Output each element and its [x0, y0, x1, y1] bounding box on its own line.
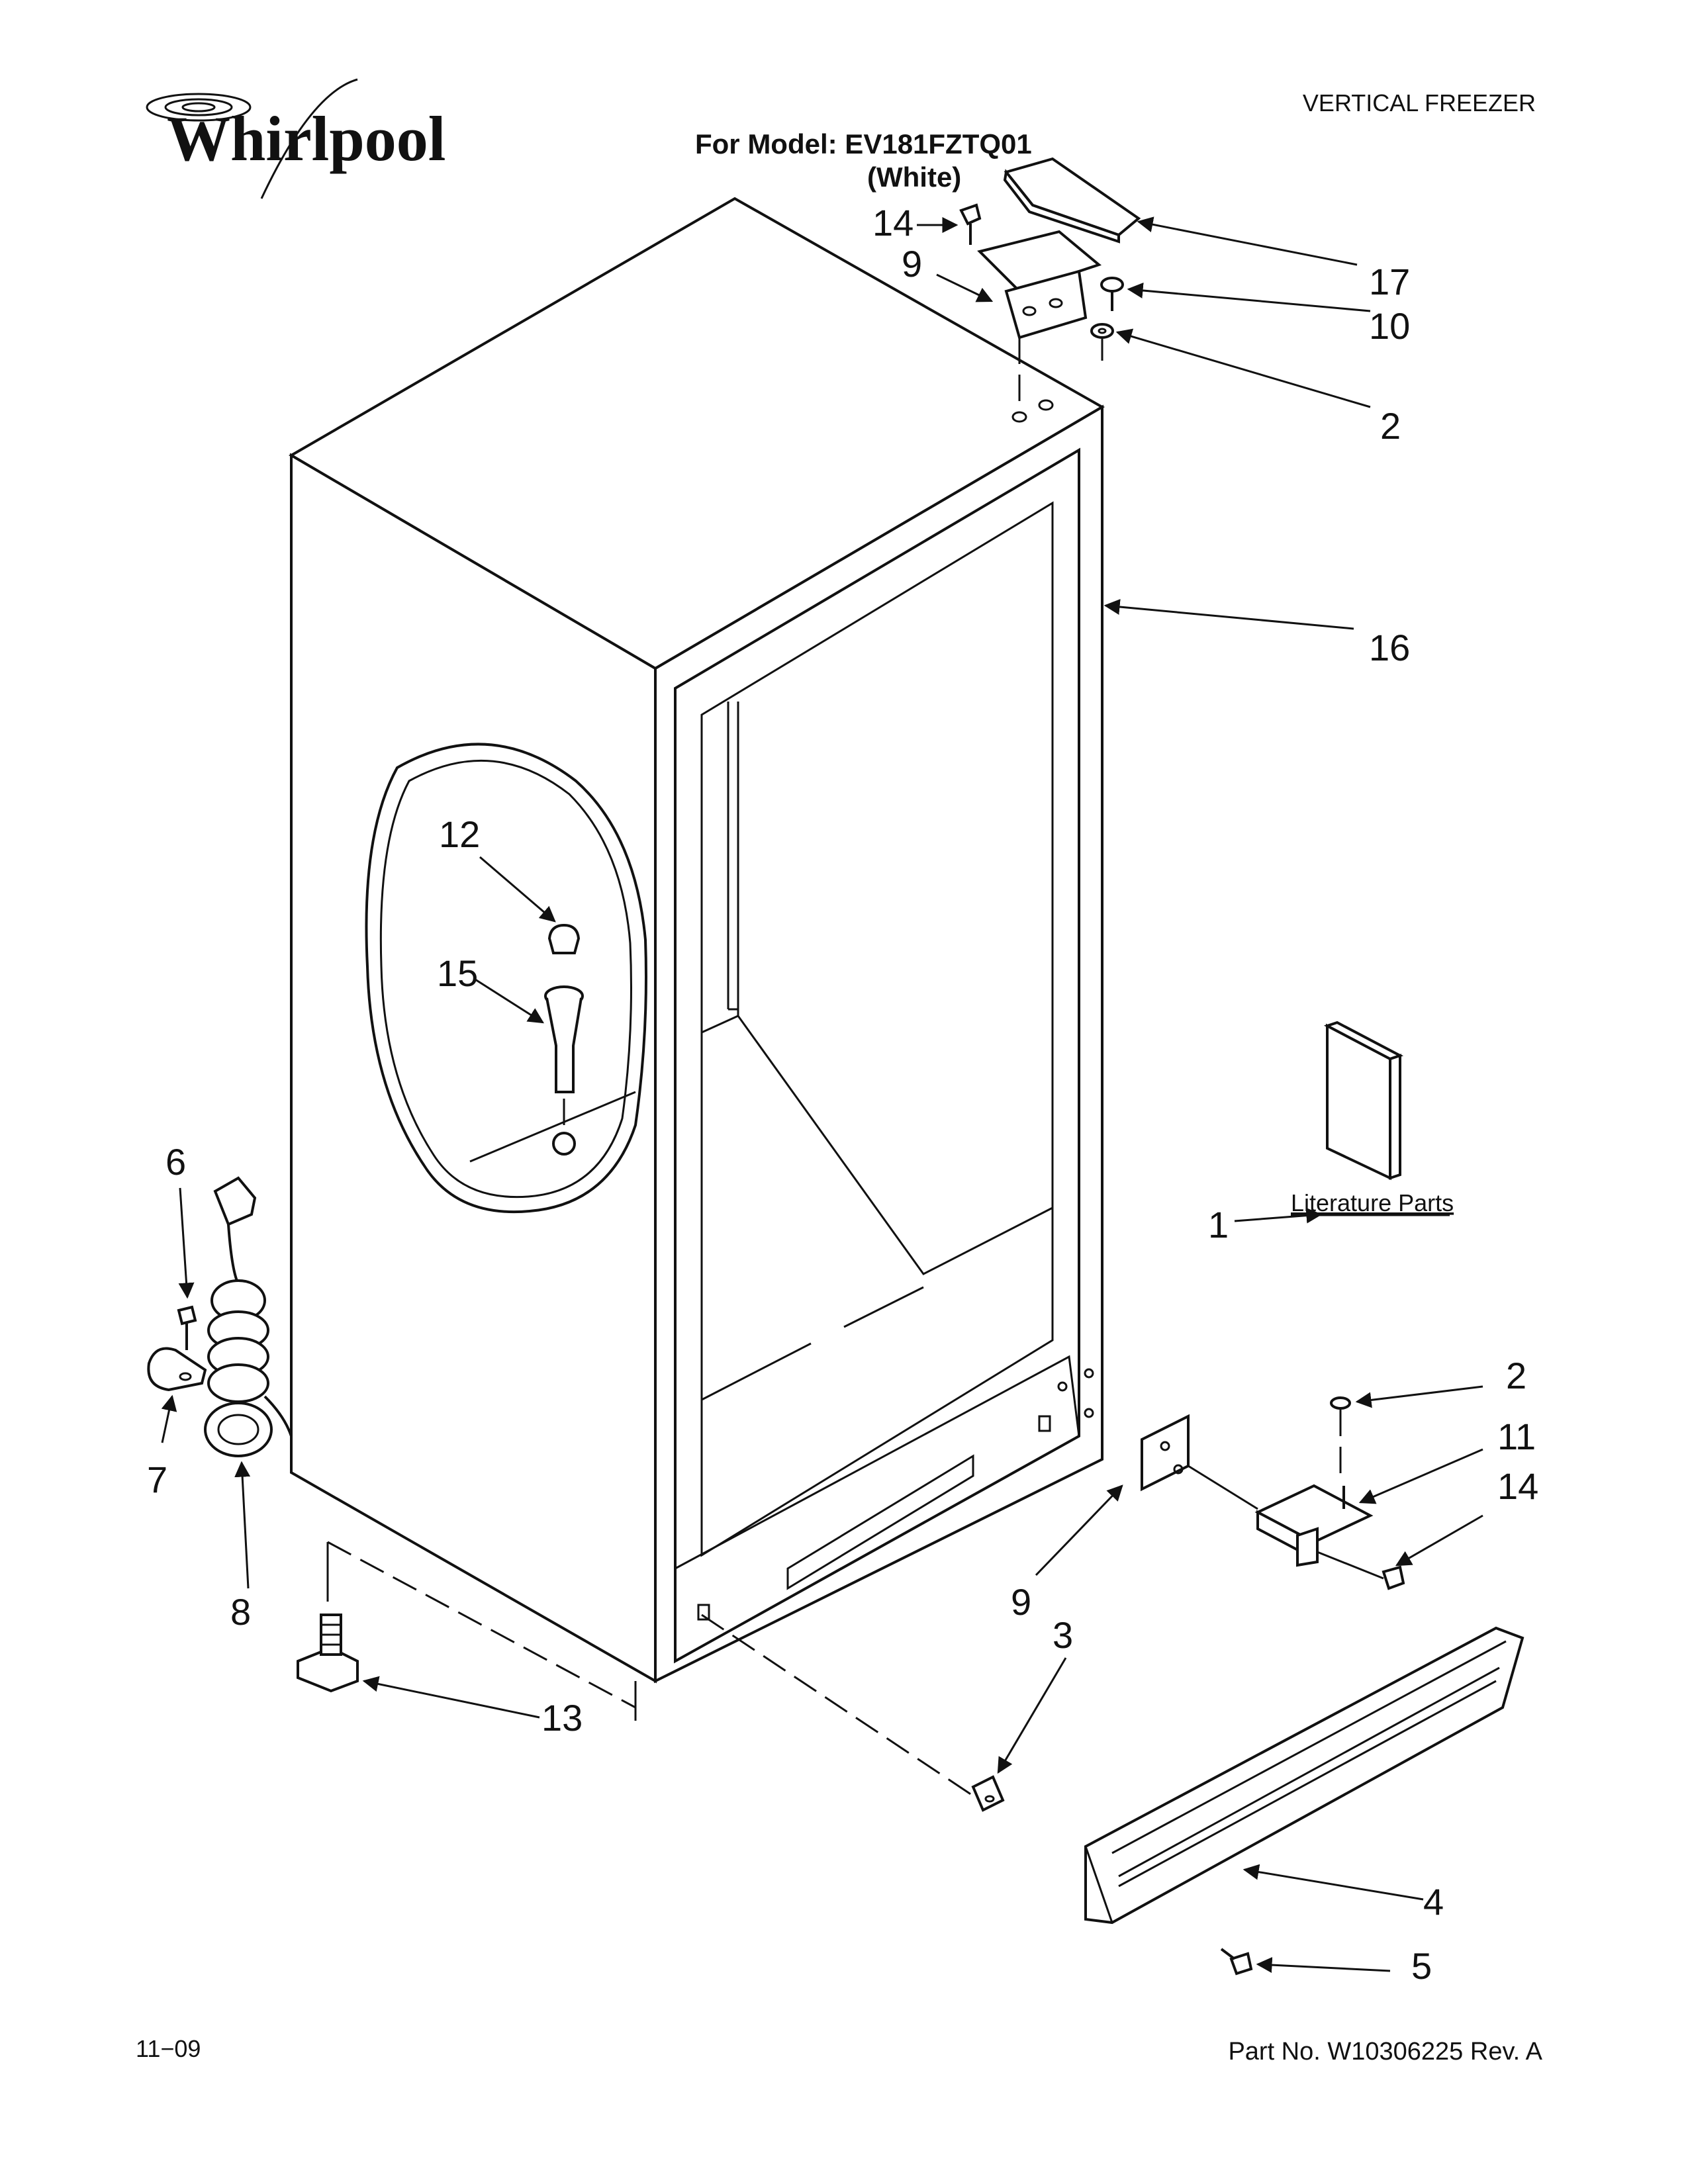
grille-screw	[1220, 1948, 1253, 1976]
callout-17: 17	[1369, 261, 1410, 302]
category-label: VERTICAL FREEZER	[1303, 89, 1536, 116]
leader-lines	[161, 216, 1483, 1974]
whirlpool-logo: Whirlpool	[146, 78, 445, 199]
callout-8: 8	[230, 1591, 251, 1633]
cord-clamp	[147, 1305, 207, 1392]
callout-16: 16	[1369, 627, 1410, 668]
callout-9-top: 9	[902, 243, 922, 285]
callout-1: 1	[1208, 1204, 1229, 1246]
literature-parts: Literature Parts	[1291, 1021, 1454, 1216]
toe-grille	[1084, 1626, 1524, 1925]
model-label: For Model: EV181FZTQ01	[695, 128, 1032, 159]
callout-6: 6	[165, 1141, 186, 1183]
callout-14-bottom: 14	[1497, 1465, 1538, 1507]
callout-2-top: 2	[1380, 405, 1401, 447]
color-label: (White)	[867, 161, 961, 193]
callout-12: 12	[439, 813, 480, 855]
grille-clip	[971, 1775, 1005, 1812]
callouts: 17 14 9 10 2 16 12 15 1 6 7 8 2 11 14 9 …	[147, 202, 1538, 1987]
callout-9-bottom: 9	[1011, 1581, 1031, 1623]
bottom-hinge-assembly	[1141, 1396, 1405, 1590]
brand-name: Whirlpool	[167, 103, 445, 174]
callout-14-top: 14	[872, 202, 914, 244]
literature-label: Literature Parts	[1291, 1189, 1454, 1216]
cabinet	[289, 197, 1105, 1801]
callout-3: 3	[1053, 1614, 1073, 1656]
top-hinge-assembly	[959, 157, 1141, 404]
callout-2-bottom: 2	[1506, 1355, 1526, 1396]
callout-7: 7	[147, 1459, 167, 1500]
footer-date: 11−09	[136, 2035, 201, 2062]
callout-15: 15	[437, 952, 478, 994]
callout-10: 10	[1369, 305, 1410, 347]
power-cord	[204, 1176, 293, 1457]
callout-11: 11	[1497, 1416, 1536, 1457]
leveling-leg	[297, 1614, 359, 1693]
footer-part-number: Part No. W10306225 Rev. A	[1228, 2038, 1542, 2066]
callout-4: 4	[1423, 1881, 1444, 1923]
callout-5: 5	[1411, 1945, 1432, 1987]
callout-13: 13	[541, 1697, 583, 1739]
